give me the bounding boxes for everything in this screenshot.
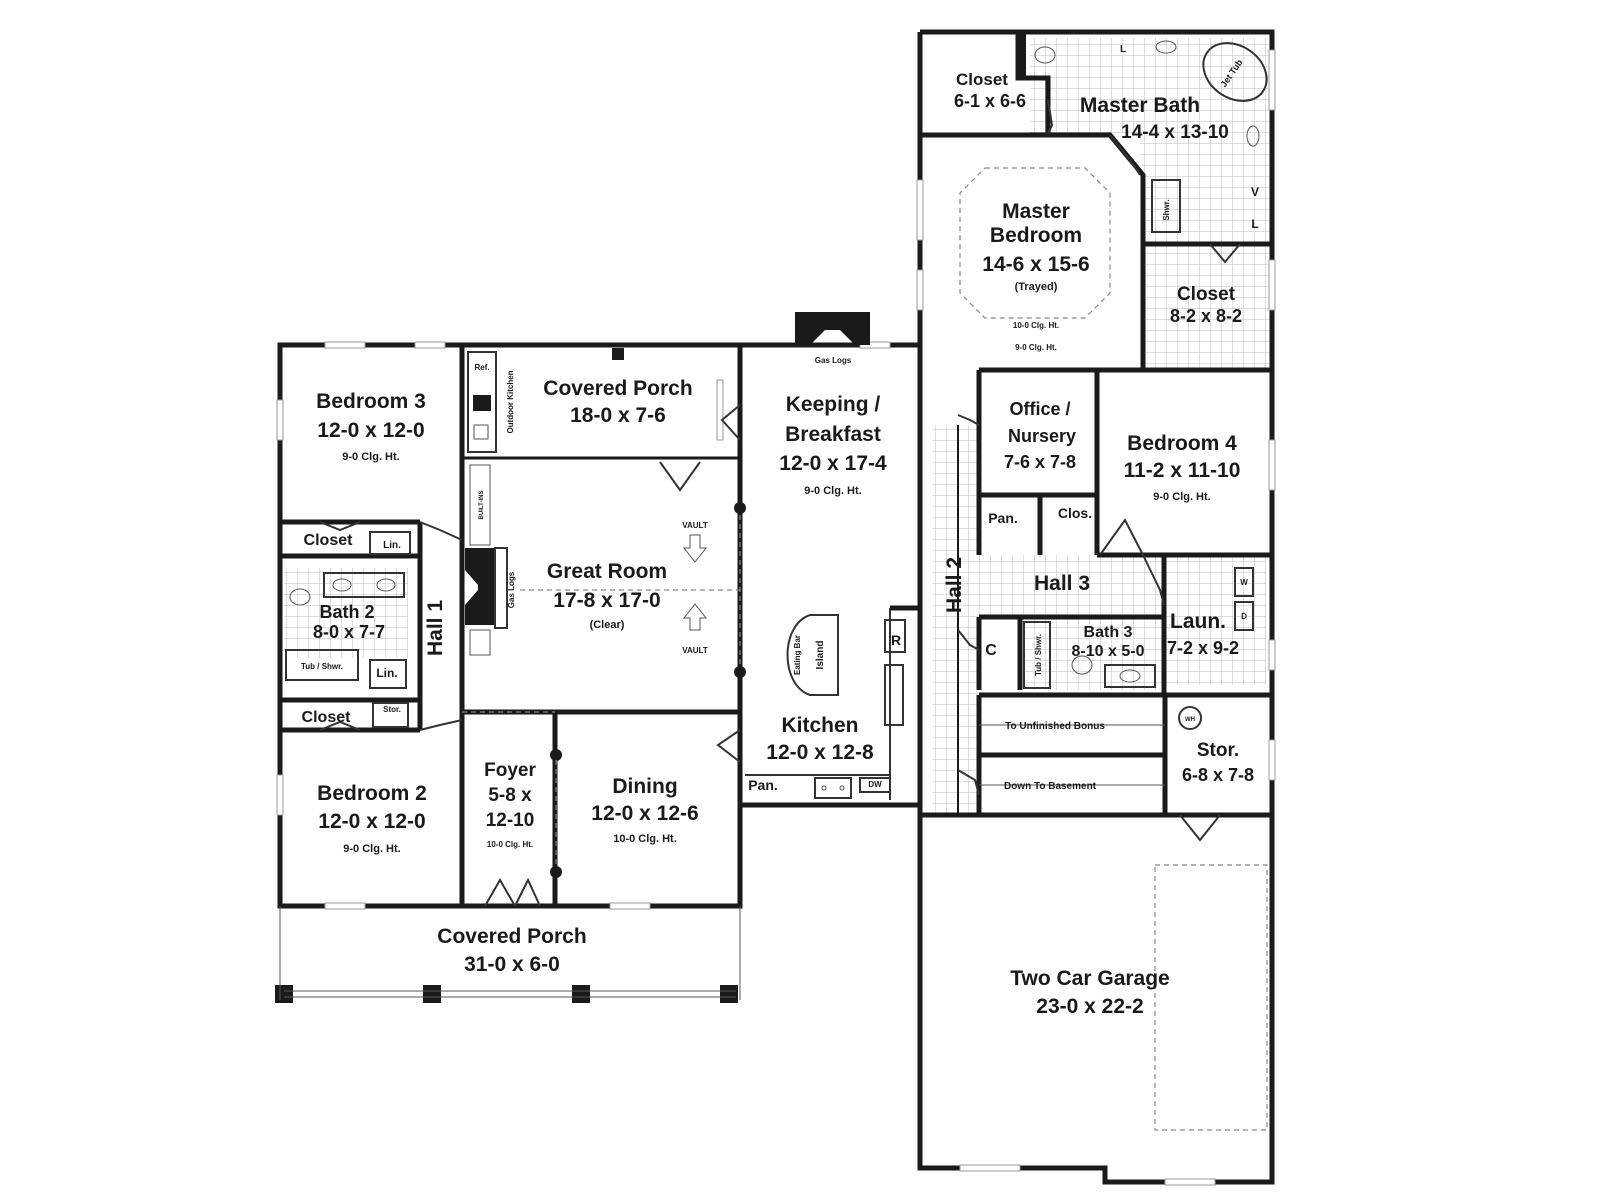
master-closet-size: 8-2 x 8-2 <box>1170 306 1242 326</box>
pan-label-kitchen: Pan. <box>748 777 778 793</box>
laundry-name: Laun. <box>1170 610 1226 633</box>
tub-label-bath2: Tub / Shwr. <box>301 662 343 671</box>
bath2-size: 8-0 x 7-7 <box>313 622 385 642</box>
bedroom4-name: Bedroom 4 <box>1127 432 1237 455</box>
vault-label-upper: VAULT <box>682 521 708 530</box>
r-label: R <box>891 632 901 648</box>
dining-size: 12-0 x 12-6 <box>591 802 698 825</box>
kitchen-size: 12-0 x 12-8 <box>766 741 874 764</box>
d-label: D <box>1241 612 1247 621</box>
master-bedroom-name-2: Bedroom <box>990 224 1082 247</box>
stor-label-hall1: Stor. <box>383 705 401 714</box>
hall1-name: Hall 1 <box>424 600 447 656</box>
keeping-size: 12-0 x 17-4 <box>779 452 887 475</box>
master-bedroom-size: 14-6 x 15-6 <box>982 253 1089 276</box>
bath3-name: Bath 3 <box>1084 624 1133 641</box>
office-size: 7-6 x 7-8 <box>1004 452 1076 472</box>
master-closet-name: Closet <box>1177 284 1236 305</box>
eating-bar-label: Eating Bar <box>793 635 802 675</box>
closet-label-lower: Closet <box>302 709 352 726</box>
bedroom3-name: Bedroom 3 <box>316 390 426 413</box>
top-closet-size: 6-1 x 6-6 <box>954 91 1026 111</box>
rear-porch-name: Covered Porch <box>543 377 692 400</box>
c-label: C <box>985 642 997 659</box>
hall3-name: Hall 3 <box>1034 572 1090 595</box>
laundry-size: 7-2 x 9-2 <box>1167 638 1239 658</box>
ref-label: Ref. <box>474 363 489 372</box>
tub-label-bath3: Tub / Shwr. <box>1034 634 1043 676</box>
gas-logs-label-keeping: Gas Logs <box>815 356 852 365</box>
keeping-name-2: Breakfast <box>785 423 881 446</box>
master-bedroom-ceiling-1: 10-0 Clg. Ht. <box>1013 321 1059 330</box>
garage-name: Two Car Garage <box>1010 967 1170 990</box>
windows <box>276 49 1276 1186</box>
bedroom3-ceiling: 9-0 Clg. Ht. <box>342 451 399 463</box>
to-basement-label: Down To Basement <box>1004 781 1097 792</box>
bedroom2-size: 12-0 x 12-0 <box>318 810 425 833</box>
top-closet-name: Closet <box>956 70 1008 89</box>
shwr-label: Shwr. <box>1162 199 1171 220</box>
doors <box>319 99 1241 907</box>
bedroom4-ceiling: 9-0 Clg. Ht. <box>1153 491 1210 503</box>
dining-name: Dining <box>612 775 677 798</box>
master-bath-size: 14-4 x 13-10 <box>1121 122 1229 143</box>
wh-label: WH <box>1185 717 1195 723</box>
vault-label-lower: VAULT <box>682 646 708 655</box>
foyer-size-2: 12-10 <box>486 810 535 831</box>
storage-name: Stor. <box>1197 740 1239 761</box>
clos-label: Clos. <box>1058 505 1092 521</box>
l-label-right: L <box>1251 217 1258 231</box>
l-label-top: L <box>1120 44 1126 55</box>
bedroom4-size: 11-2 x 11-10 <box>1124 459 1241 482</box>
room-labels: Bedroom 3 12-0 x 12-0 9-0 Clg. Ht. Cover… <box>313 70 1254 1018</box>
closet-label-upper: Closet <box>304 532 354 549</box>
bedroom2-name: Bedroom 2 <box>317 782 427 805</box>
keeping-ceiling: 9-0 Clg. Ht. <box>804 485 861 497</box>
bedroom2-ceiling: 9-0 Clg. Ht. <box>343 843 400 855</box>
foyer-ceiling: 10-0 Clg. Ht. <box>487 840 533 849</box>
bath3-size: 8-10 x 5-0 <box>1072 643 1145 660</box>
lin-label-upper: Lin. <box>383 540 401 551</box>
v-label: V <box>1251 185 1259 199</box>
kitchen-name: Kitchen <box>781 714 858 737</box>
master-bath-name: Master Bath <box>1080 94 1200 117</box>
fixtures <box>275 32 1268 1131</box>
great-room-note: (Clear) <box>590 619 625 631</box>
pan-label-office: Pan. <box>988 510 1018 526</box>
tile-areas <box>284 38 1270 815</box>
office-name-1: Office / <box>1009 399 1070 419</box>
dining-ceiling: 10-0 Clg. Ht. <box>613 833 677 845</box>
front-porch-name: Covered Porch <box>437 925 586 948</box>
master-bedroom-name-1: Master <box>1002 200 1070 223</box>
to-bonus-label: To Unfinished Bonus <box>1005 721 1105 732</box>
bedroom3-size: 12-0 x 12-0 <box>317 419 424 442</box>
great-room-name: Great Room <box>547 560 667 583</box>
great-room-size: 17-8 x 17-0 <box>553 589 660 612</box>
garage-size: 23-0 x 22-2 <box>1036 995 1143 1018</box>
master-bedroom-note: (Trayed) <box>1015 281 1058 293</box>
office-name-2: Nursery <box>1008 426 1076 446</box>
foyer-size-1: 5-8 x <box>488 785 532 806</box>
hall2-name: Hall 2 <box>943 557 966 613</box>
bath2-name: Bath 2 <box>319 602 374 622</box>
front-porch-size: 31-0 x 6-0 <box>464 953 560 976</box>
keeping-name-1: Keeping / <box>786 393 881 416</box>
foyer-name: Foyer <box>484 760 536 781</box>
rear-porch-size: 18-0 x 7-6 <box>570 404 666 427</box>
storage-size: 6-8 x 7-8 <box>1182 765 1254 785</box>
dw-label: DW <box>868 780 882 789</box>
lin-label-lower: Lin. <box>376 666 397 680</box>
master-bedroom-ceiling-2: 9-0 Clg. Ht. <box>1015 343 1057 352</box>
island-label: Island <box>815 641 826 670</box>
outdoor-kitchen-label: Outdoor Kitchen <box>506 370 515 433</box>
built-ins-label: BUILT-INS <box>479 491 485 520</box>
gas-logs-label-great: Gas Logs <box>507 571 516 608</box>
w-label: W <box>1240 578 1248 587</box>
